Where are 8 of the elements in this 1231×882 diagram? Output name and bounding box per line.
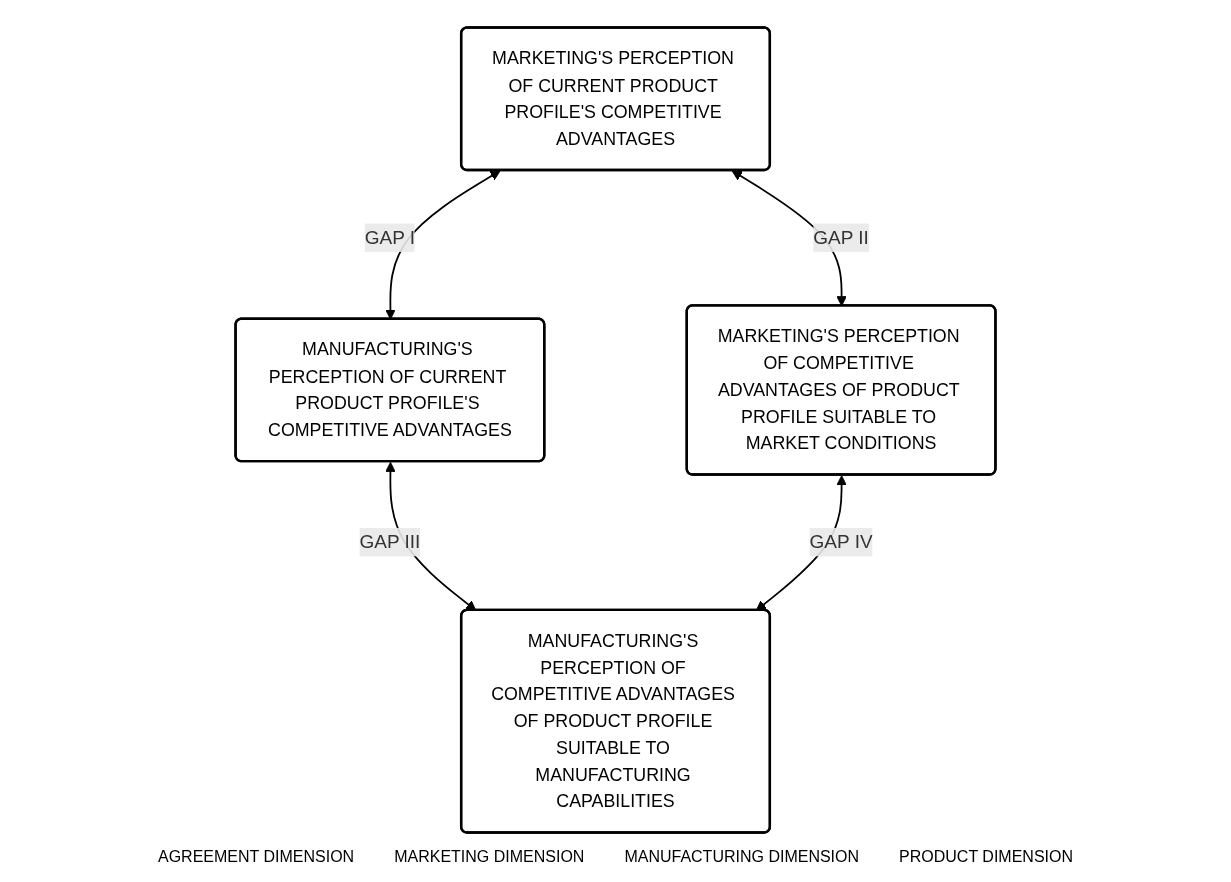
edge-label: GAP IV — [809, 531, 873, 552]
dimension-label: MANUFACTURING DIMENSION — [624, 848, 860, 866]
edge-label: GAP III — [359, 531, 421, 552]
dimension-label: MARKETING DIMENSION — [394, 848, 585, 866]
edge-label: GAP II — [813, 226, 869, 248]
dimension-label: AGREEMENT DIMENSION — [158, 848, 355, 866]
dimension-label: PRODUCT DIMENSION — [899, 848, 1073, 866]
edge-label: GAP I — [364, 226, 416, 248]
